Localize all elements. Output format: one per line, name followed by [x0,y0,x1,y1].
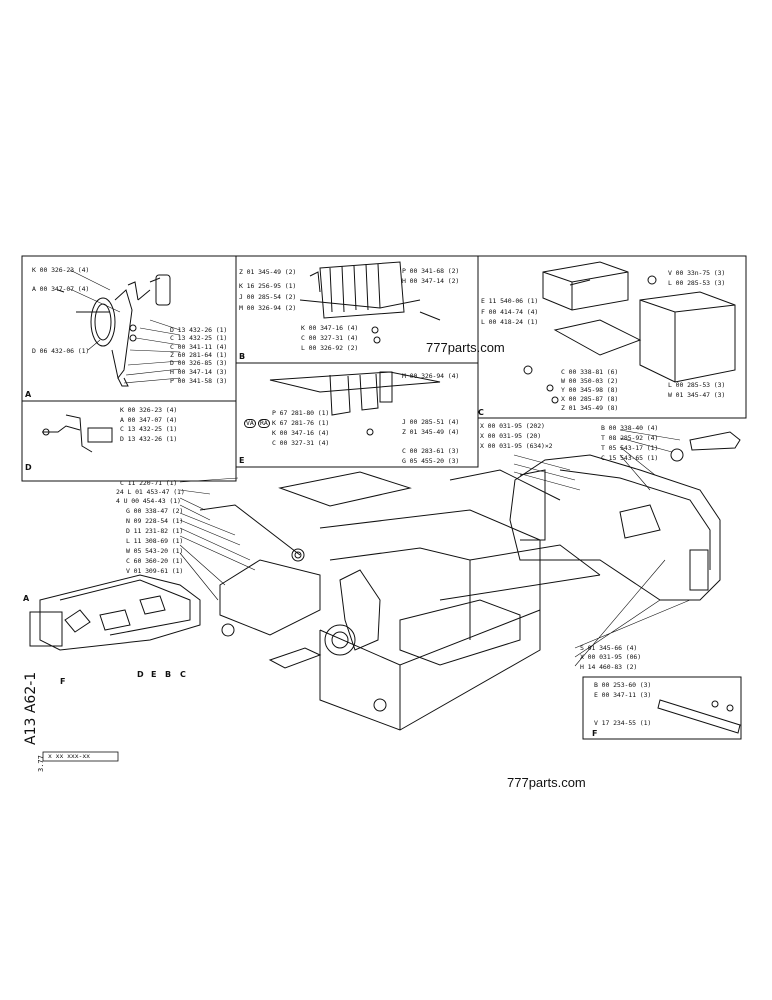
part-label: L 00 326-92 (2) [301,344,359,352]
part-label: L 00 285-53 (3) [668,381,726,389]
part-label: K 00 326-23 (4) [120,406,178,414]
part-label: J 00 285-51 (4) [402,418,460,426]
part-label: C 13 432-25 (1) [120,425,178,433]
part-label: E 11 540-06 (1) [481,297,539,305]
plates-drawing [299,261,441,344]
section-letter-B: B [239,352,246,361]
part-label: H 00 347-14 (3) [170,368,228,376]
part-label: P 67 281-80 (1) [272,409,330,417]
part-label: B 00 253-60 (3) [594,681,652,689]
bolt-drawing [670,431,741,462]
overview-letter-A: A [23,594,30,603]
part-label: C 60 360-20 (1) [126,557,184,565]
part-label: V 17 234-55 (1) [594,719,652,727]
part-label: K 00 347-16 (4) [301,324,359,332]
frame-C [477,255,747,419]
part-label: H 14 460-83 (2) [580,663,638,671]
overview-letter-D: D [137,670,144,679]
section-letter-F: F [592,729,598,738]
part-label: X 00 031-95 (634)×2 [480,442,553,450]
part-label: Y 00 345-98 (8) [561,386,619,394]
part-label: K 00 326-23 (4) [32,266,90,274]
part-label: C 11 220-71 (1) [120,479,178,487]
sheet-code: A13 A62-1 [23,671,39,745]
part-label: C 00 341-11 (4) [170,343,228,351]
part-label: E 00 347-11 (3) [594,691,652,699]
plate-e-drawing [269,371,441,436]
sheet-ref-box [42,751,119,762]
part-label: M 00 326-94 (2) [239,304,297,312]
overview-letter-E: E [151,670,157,679]
battery-drawing [523,261,736,404]
part-label: X 00 031-95 (06) [580,653,642,661]
part-label: D 06 432-06 (1) [32,347,90,355]
part-label: A 00 347-07 (4) [32,285,90,293]
watermark-top: 777parts.com [426,340,505,355]
part-label: 24 L 01 453-47 (1) [116,488,185,496]
part-label: V 01 309-61 (1) [126,567,184,575]
part-label: W 05 543-20 (1) [126,547,184,555]
part-label: 4 U 00 454-43 (1) [116,497,181,505]
part-label: C 00 338-81 (6) [561,368,619,376]
part-label: L 00 285-53 (3) [668,279,726,287]
frame-F [582,676,742,740]
part-label: J 00 285-54 (2) [239,293,297,301]
part-label: T 08 285-92 (4) [601,434,659,442]
part-label: D 13 432-26 (1) [170,326,228,334]
section-letter-E: E [239,456,245,465]
part-label: F 00 414-74 (4) [481,308,539,316]
part-label: N 09 228-54 (1) [126,517,184,525]
main-frame-drawing [199,454,721,731]
part-label: D 11 231-82 (1) [126,527,184,535]
section-letter-C: C [478,408,484,417]
part-label: D 13 432-26 (1) [120,435,178,443]
leader-lines [69,269,691,667]
part-label: P 00 341-68 (2) [402,267,460,275]
part-label: H 00 347-14 (2) [402,277,460,285]
part-label: C 00 327-31 (4) [272,439,330,447]
overview-letter-B: B [165,670,172,679]
part-label: V 00 33n-75 (3) [668,269,726,277]
sheet-ref: x xx xxx-xx [48,752,90,760]
part-label: D 00 326-85 (3) [170,359,228,367]
sheet-date: 3.77 [37,755,45,772]
part-label: L 11 308-69 (1) [126,537,184,545]
overview-drawing [29,574,201,651]
part-label: B 00 338-40 (4) [601,424,659,432]
part-label: X 00 031-95 (202) [480,422,545,430]
part-label: A 00 347-07 (4) [120,416,178,424]
part-label: W 00 350-03 (2) [561,377,619,385]
part-label: L 00 418-24 (1) [481,318,539,326]
part-label: C 13 432-25 (1) [170,334,228,342]
section-letter-D: D [25,463,32,472]
part-label: M 00 326-94 (4) [402,372,460,380]
part-label: X 00 031-95 (20) [480,432,542,440]
part-label: K 00 347-16 (4) [272,429,330,437]
section-letter-A: A [25,390,32,399]
part-label: S 01 345-66 (4) [580,644,638,652]
part-label: W 01 345-47 (3) [668,391,726,399]
part-label: K 16 256-95 (1) [239,282,297,290]
part-label: C 00 327-31 (4) [301,334,359,342]
part-label: G 05 455-20 (3) [402,457,460,465]
overview-letter-F: F [60,677,66,686]
bar-f-drawing [657,699,741,734]
part-label: Z 01 345-49 (2) [239,268,297,276]
part-label: Z 60 281-64 (1) [170,351,228,359]
circle-mark: VA [244,419,256,428]
watermark-bottom: 777parts.com [507,775,586,790]
part-label: Z 01 345-49 (4) [402,428,460,436]
part-label: C 00 283-61 (3) [402,447,460,455]
part-label: G 00 338-47 (2) [126,507,184,515]
part-label: C 15 543-65 (1) [601,454,659,462]
part-label: T 05 543-17 (1) [601,444,659,452]
part-label: P 00 341-58 (3) [170,377,228,385]
part-label: X 00 285-87 (8) [561,395,619,403]
bracket-drawing [42,414,113,453]
part-label: Z 01 345-49 (8) [561,404,619,412]
overview-letter-C: C [180,670,186,679]
circle-mark: RA [258,419,270,428]
part-label: K 67 281-76 (1) [272,419,330,427]
